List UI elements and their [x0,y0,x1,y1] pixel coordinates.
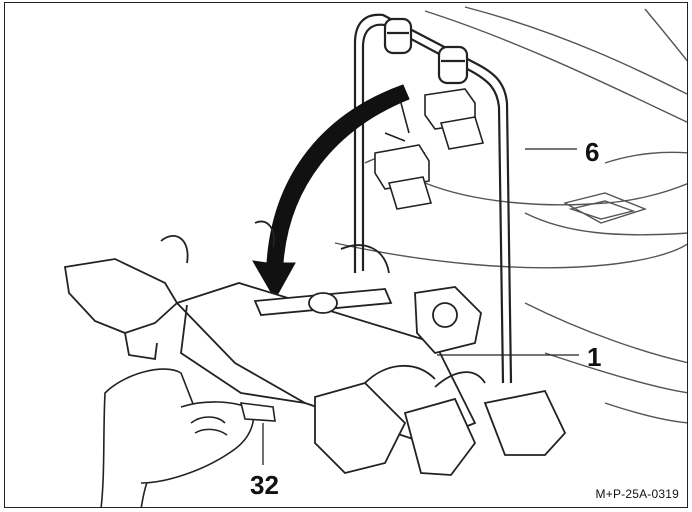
foot-pressing-pedal [100,368,276,507]
callout-6: 6 [585,137,600,167]
callout-leader-lines [262,148,579,465]
frame-holders [374,88,485,210]
carrier-upright-frame [353,13,513,384]
callout-32: 32 [250,470,279,500]
bike-carrier-illustration [63,6,687,507]
folding-direction-arrow [252,84,410,301]
reference-code: M+P-25A-0319 [595,487,679,501]
callout-1: 1 [587,342,602,372]
carrier-base-platform [63,220,567,476]
figure-frame: 6 1 32 M+P-25A-0319 [4,2,688,508]
